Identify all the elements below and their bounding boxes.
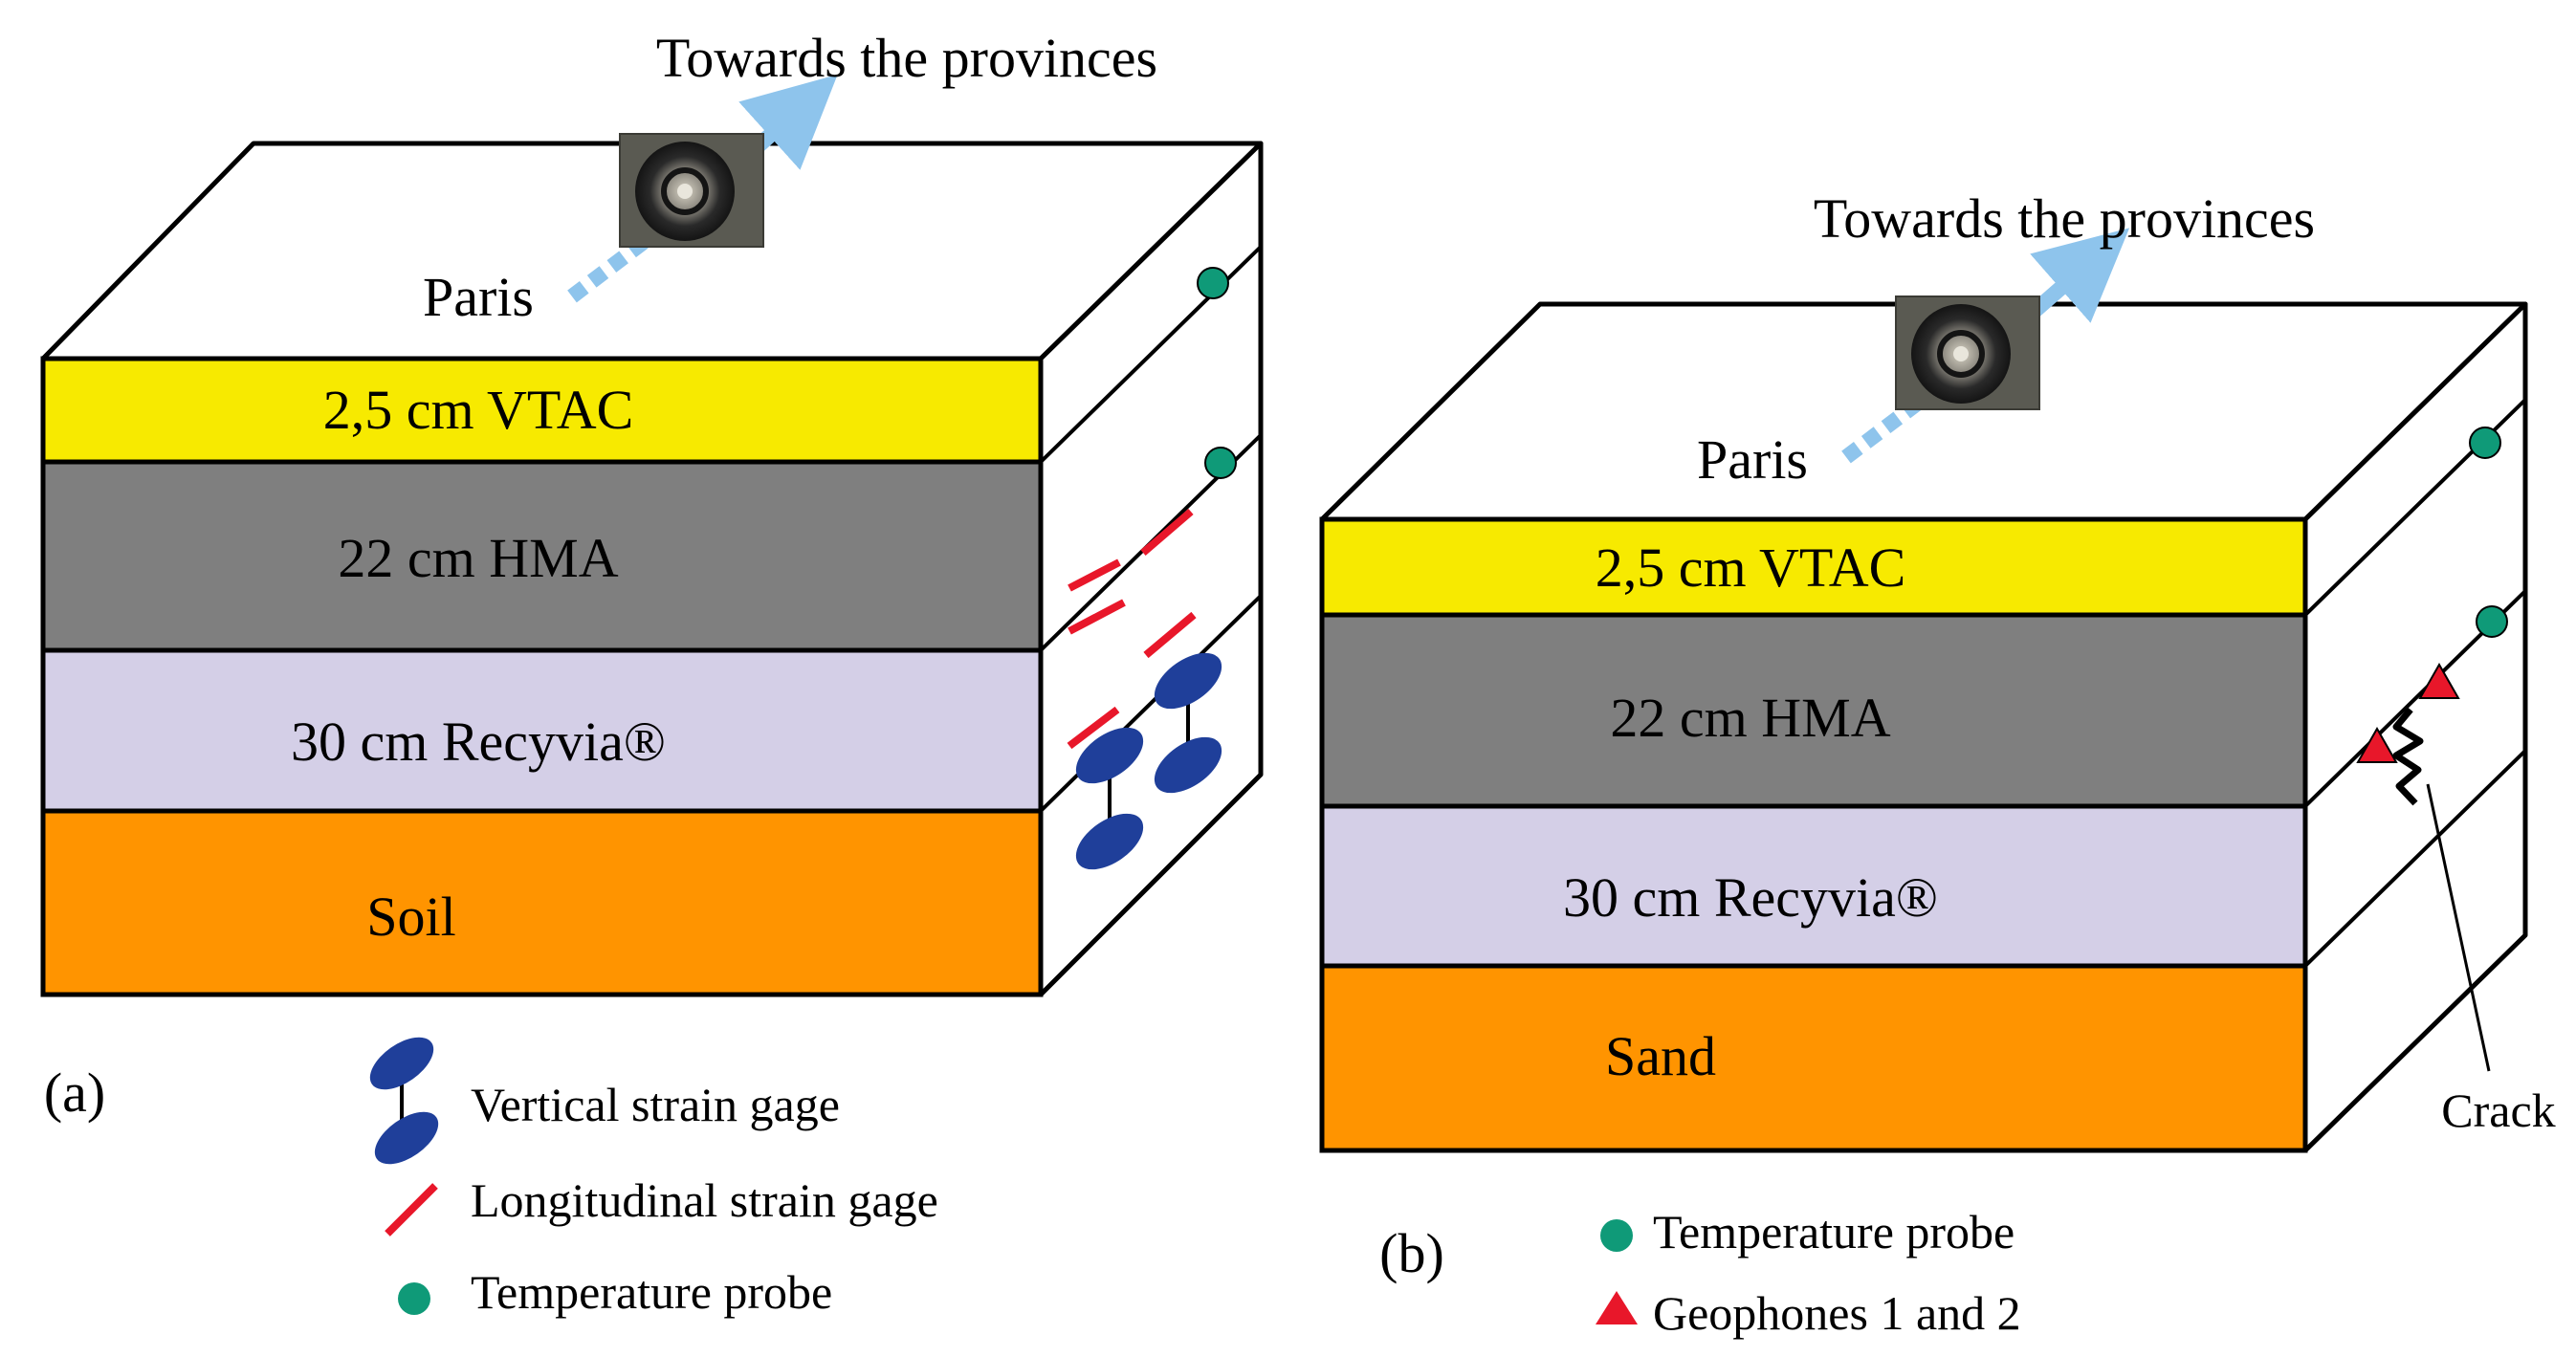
legend-a-item-label: Temperature probe xyxy=(471,1265,832,1319)
longitudinal-strain-gage-icon xyxy=(1068,599,1126,635)
temperature-probe-icon xyxy=(2476,605,2508,638)
layer-b-hma xyxy=(1319,612,2308,809)
layer-a-hma xyxy=(40,459,1044,653)
layer-a-recyvia xyxy=(40,647,1044,814)
legend-a-item-label: Longitudinal strain gage xyxy=(471,1173,938,1227)
origin-label-b: Paris xyxy=(1697,428,1808,491)
longitudinal-strain-gage-icon xyxy=(1143,611,1197,659)
layer-b-hma-label: 22 cm HMA xyxy=(1610,687,1890,749)
temperature-probe-icon xyxy=(1204,447,1237,479)
panel-b: 2,5 cm VTAC 22 cm HMA 30 cm Recyvia® San… xyxy=(1319,187,2556,1340)
layer-b-vtac xyxy=(1319,516,2308,618)
longitudinal-strain-gages xyxy=(1067,508,1197,750)
longitudinal-strain-gage-icon xyxy=(385,1183,438,1237)
layer-b-vtac-label: 2,5 cm VTAC xyxy=(1596,536,1906,599)
temperature-probe-icon xyxy=(2469,427,2501,459)
geophone-icon xyxy=(2356,726,2398,763)
longitudinal-strain-gage-icon xyxy=(1140,508,1194,557)
legend-b: Temperature probe Geophones 1 and 2 xyxy=(1596,1205,2021,1340)
layer-a-soil xyxy=(40,808,1044,997)
legend-a-item-label: Vertical strain gage xyxy=(471,1078,840,1131)
crack-label: Crack xyxy=(2441,1083,2555,1137)
direction-arrow-tail xyxy=(567,223,665,303)
origin-label-a: Paris xyxy=(423,266,534,328)
temperature-probe-icon xyxy=(1197,267,1229,299)
direction-label-b: Towards the provinces xyxy=(1814,187,2315,250)
block-b-side-line xyxy=(2303,749,2527,968)
layer-a-vtac-label: 2,5 cm VTAC xyxy=(323,379,634,441)
direction-label-a: Towards the provinces xyxy=(656,27,1157,89)
geophone-icon xyxy=(1596,1291,1638,1324)
legend-b-item-label: Temperature probe xyxy=(1653,1205,2015,1259)
temperature-probe-icon xyxy=(1600,1219,1633,1252)
longitudinal-strain-gage-icon xyxy=(1068,558,1121,592)
layer-a-hma-label: 22 cm HMA xyxy=(338,527,618,589)
longitudinal-strain-gage-icon xyxy=(1067,706,1120,750)
layer-b-sand xyxy=(1319,963,2308,1153)
crack-line xyxy=(2392,707,2424,806)
geophone-icon xyxy=(2418,662,2460,699)
direction-arrow-tail xyxy=(1841,385,1937,464)
legend-b-item-label: Geophones 1 and 2 xyxy=(1653,1286,2021,1340)
layer-a-soil-label: Soil xyxy=(366,886,456,948)
layer-a-recyvia-label: 30 cm Recyvia® xyxy=(291,711,666,773)
legend-a: Vertical strain gage Longitudinal strain… xyxy=(369,1037,938,1319)
layer-b-recyvia-label: 30 cm Recyvia® xyxy=(1563,866,1938,929)
panel-a: 2,5 cm VTAC 22 cm HMA 30 cm Recyvia® Soi… xyxy=(40,27,1264,1319)
vertical-strain-gage-icon xyxy=(369,1037,439,1165)
temperature-probe-icon xyxy=(398,1282,430,1315)
tire-icon xyxy=(619,133,764,248)
vertical-strain-gage-icon xyxy=(1154,652,1222,794)
panel-a-label: (a) xyxy=(44,1062,105,1124)
crack-pointer xyxy=(2426,783,2491,1072)
tire-icon xyxy=(1895,295,2040,410)
panel-b-label: (b) xyxy=(1379,1222,1444,1284)
layer-b-sand-label: Sand xyxy=(1605,1025,1716,1087)
vertical-strain-gage-icon xyxy=(1075,727,1144,870)
